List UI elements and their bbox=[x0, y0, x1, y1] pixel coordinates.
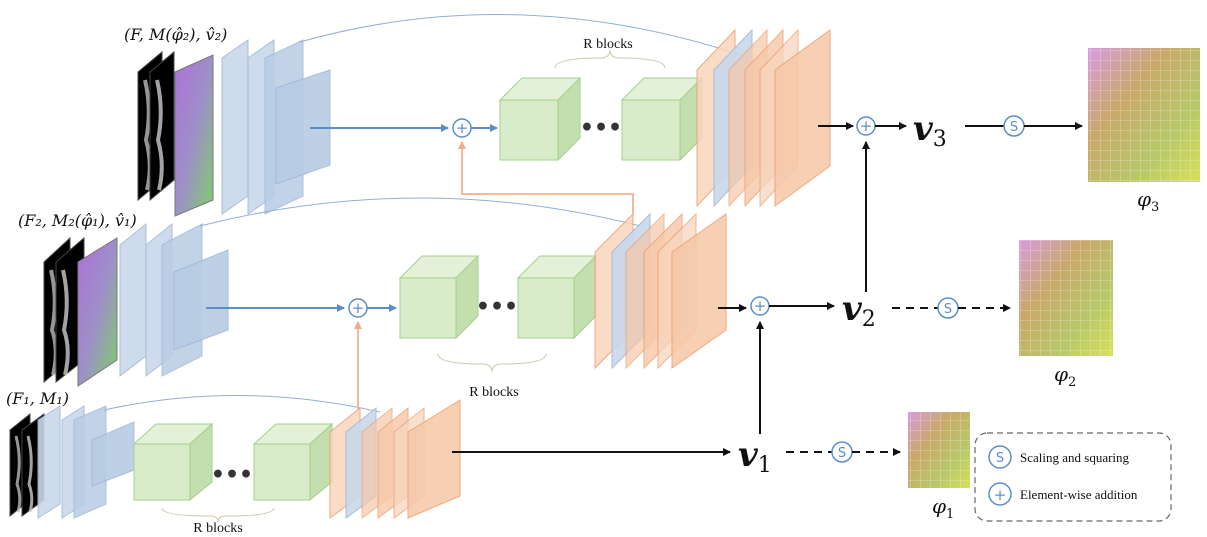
level3-rblock-1 bbox=[498, 76, 582, 162]
level3-input-stack bbox=[137, 50, 214, 217]
level3-rblock-label: R blocks bbox=[583, 37, 632, 52]
level3-output-add: + bbox=[856, 116, 876, 136]
level2-add-op: + bbox=[348, 298, 368, 318]
add-icon: + bbox=[994, 486, 1007, 504]
level3-decoder bbox=[696, 28, 831, 208]
legend-add-icon bbox=[988, 482, 1012, 506]
level2-rblock-label: R blocks bbox=[469, 385, 518, 400]
level2-ellipsis: ••• bbox=[476, 294, 518, 320]
phi3-deformation-field bbox=[1088, 48, 1200, 182]
level2-input-stack bbox=[43, 236, 118, 387]
scaling-icon: S bbox=[996, 451, 1004, 466]
level2-rblock-brace bbox=[437, 353, 547, 373]
level1-skip-curve bbox=[103, 394, 381, 413]
level1-rblock-label: R blocks bbox=[193, 521, 242, 536]
legend: S Scaling and squaring + Element-wise ad… bbox=[974, 432, 1172, 522]
legend-scaling-icon bbox=[988, 445, 1012, 469]
level1-rblock-brace bbox=[161, 507, 275, 523]
v2-label: v2 bbox=[842, 289, 876, 332]
level3-ellipsis: ••• bbox=[580, 115, 622, 141]
scaling-icon: S bbox=[1010, 120, 1018, 135]
level2-encoder bbox=[119, 222, 229, 378]
level1-encoder bbox=[37, 405, 135, 519]
add-icon: + bbox=[860, 117, 873, 135]
level2-rblock-2 bbox=[516, 254, 598, 340]
level3-scaling-op: S bbox=[1003, 115, 1025, 137]
level2-to-level3-skip bbox=[458, 141, 634, 214]
level2-skip-curve bbox=[199, 197, 641, 227]
level1-input-label: (F₁, M₁) bbox=[6, 389, 69, 408]
v3-label: v3 bbox=[913, 109, 947, 152]
level1-decoder bbox=[329, 399, 461, 519]
level2-rblock-1 bbox=[398, 254, 480, 340]
level2-output-add: + bbox=[750, 296, 770, 316]
legend-scaling-label: Scaling and squaring bbox=[1020, 450, 1130, 465]
level3-rblock-2 bbox=[620, 76, 704, 162]
phi1-label: φ1 bbox=[932, 494, 954, 522]
level2-input-label: (F₂, M₂(φ̂₁), v̂₁) bbox=[18, 211, 137, 230]
level3-encoder bbox=[221, 39, 331, 215]
phi2-deformation-field bbox=[1019, 240, 1113, 356]
phi2-label: φ2 bbox=[1054, 362, 1076, 390]
level3-skip-curve bbox=[299, 14, 751, 59]
add-icon: + bbox=[352, 299, 365, 317]
legend-add-label: Element-wise addition bbox=[1020, 487, 1138, 502]
level1-rblock-1 bbox=[132, 422, 214, 502]
v1-label: v1 bbox=[738, 435, 772, 478]
level3-rblock-brace bbox=[554, 49, 666, 69]
scaling-icon: S bbox=[944, 302, 952, 317]
add-icon: + bbox=[456, 119, 469, 137]
level1-rblock-2 bbox=[252, 422, 334, 502]
level2-scaling-op: S bbox=[937, 297, 959, 319]
level2-decoder bbox=[594, 212, 727, 370]
scaling-icon: S bbox=[838, 446, 846, 461]
phi1-deformation-field bbox=[908, 412, 970, 488]
level1-ellipsis: ••• bbox=[211, 462, 253, 488]
level3-input-label: (F, M(φ̂₂), v̂₂) bbox=[124, 25, 227, 44]
phi3-label: φ3 bbox=[1137, 187, 1159, 215]
level1-scaling-op: S bbox=[831, 441, 853, 463]
add-icon: + bbox=[754, 297, 767, 315]
level3-add-op: + bbox=[452, 118, 472, 138]
